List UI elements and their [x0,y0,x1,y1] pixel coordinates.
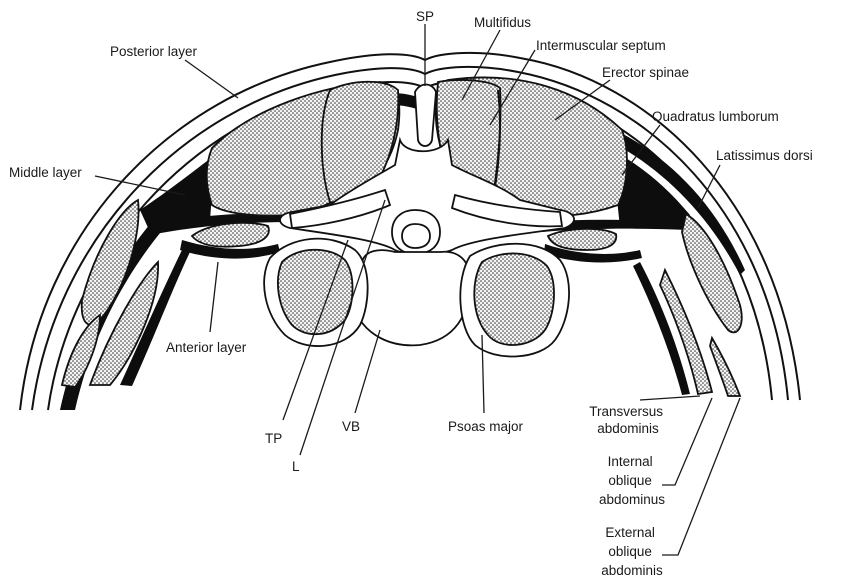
label-erector-spinae: Erector spinae [602,65,689,80]
vertebral-body [351,250,470,345]
label-latissimus-dorsi: Latissimus dorsi [716,148,813,163]
label-transversus-abdominis: Transversus abdominis [589,404,667,436]
label-vb: VB [342,419,360,434]
label-anterior-layer: Anterior layer [166,340,247,355]
left-psoas-major [278,250,353,334]
label-external-line1: External [605,525,655,540]
label-transversus-line2: abdominis [597,421,659,436]
right-psoas-major [474,253,554,345]
spinous-process [415,85,436,147]
label-l: L [292,459,300,474]
label-tp: TP [265,431,282,446]
right-quadratus-lumborum [548,229,616,250]
label-multifidus: Multifidus [474,15,531,30]
label-internal-line2: oblique [608,473,652,488]
label-external-line2: oblique [608,544,652,559]
label-internal-line1: Internal [608,454,653,469]
label-posterior-layer: Posterior layer [110,44,198,59]
label-intermuscular-septum: Intermuscular septum [536,38,666,53]
label-external-oblique: External oblique abdominis [601,525,663,578]
vertebral-canal-inner [402,224,430,248]
label-psoas-major: Psoas major [448,419,524,434]
label-quadratus-lumborum: Quadratus lumborum [652,109,779,124]
right-oblique-strip-2 [710,338,740,396]
label-external-line3: abdominis [601,563,663,578]
label-internal-line3: abdominus [599,492,665,507]
right-latissimus-strip [682,214,742,332]
label-transversus-line1: Transversus [589,404,663,419]
label-internal-oblique: Internal oblique abdominus [599,454,665,507]
label-sp: SP [416,9,434,24]
label-middle-layer: Middle layer [9,165,82,180]
